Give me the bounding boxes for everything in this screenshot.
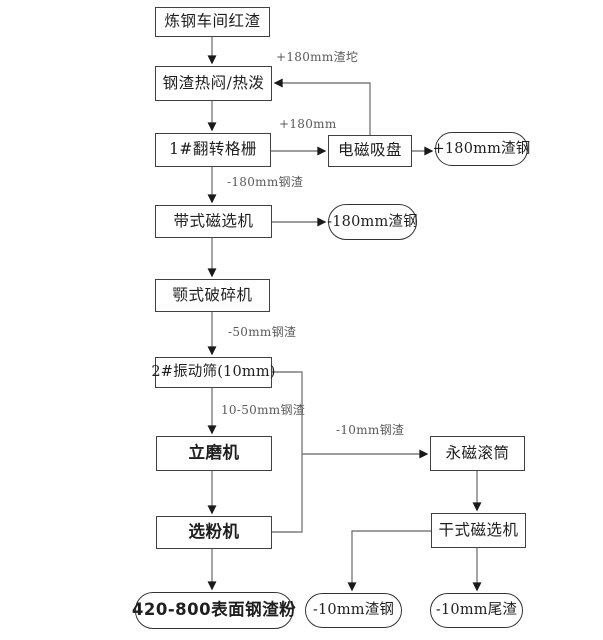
edge-dry-separator-to-minus10-steel bbox=[347, 530, 431, 592]
node-minus180-steel: -180mm渣钢 bbox=[327, 204, 418, 240]
node-belt-separator: 带式磁选机 bbox=[155, 205, 272, 238]
node-dry-separator: 干式磁选机 bbox=[431, 513, 526, 548]
node-powder-separator: 选粉机 bbox=[156, 516, 272, 549]
node-plus180-steel: +180mm渣钢 bbox=[433, 132, 530, 166]
edge-label-plus180-lump: +180mm渣坨 bbox=[276, 50, 359, 64]
edge-label-plus180: +180mm bbox=[279, 117, 337, 131]
node-vertical-mill: 立磨机 bbox=[156, 436, 272, 471]
edge-label-minus50-slag: -50mm钢渣 bbox=[228, 325, 297, 339]
edge-label-mid-slag: 10-50mm钢渣 bbox=[221, 403, 306, 417]
edge-label-minus10-slag: -10mm钢渣 bbox=[336, 423, 405, 437]
node-minus10-tail: -10mm尾渣 bbox=[430, 593, 523, 628]
node-slag-powder: 420-800表面钢渣粉 bbox=[132, 592, 296, 629]
node-jaw-crusher: 颚式破碎机 bbox=[155, 279, 270, 312]
node-magnet-chuck: 电磁吸盘 bbox=[328, 135, 412, 167]
node-minus10-steel: -10mm渣钢 bbox=[305, 593, 402, 628]
node-hot-stew: 钢渣热闷/热泼 bbox=[155, 66, 272, 101]
node-magnet-drum: 永磁滚筒 bbox=[430, 436, 525, 471]
edge-label-minus180-slag: -180mm钢渣 bbox=[227, 175, 304, 189]
node-vibrating-screen: 2#振动筛(10mm) bbox=[151, 357, 275, 388]
node-flip-grate: 1#翻转格栅 bbox=[155, 133, 271, 167]
edge-vibrating-screen-side-connector bbox=[272, 371, 303, 533]
node-red-slag: 炼钢车间红渣 bbox=[155, 7, 270, 37]
